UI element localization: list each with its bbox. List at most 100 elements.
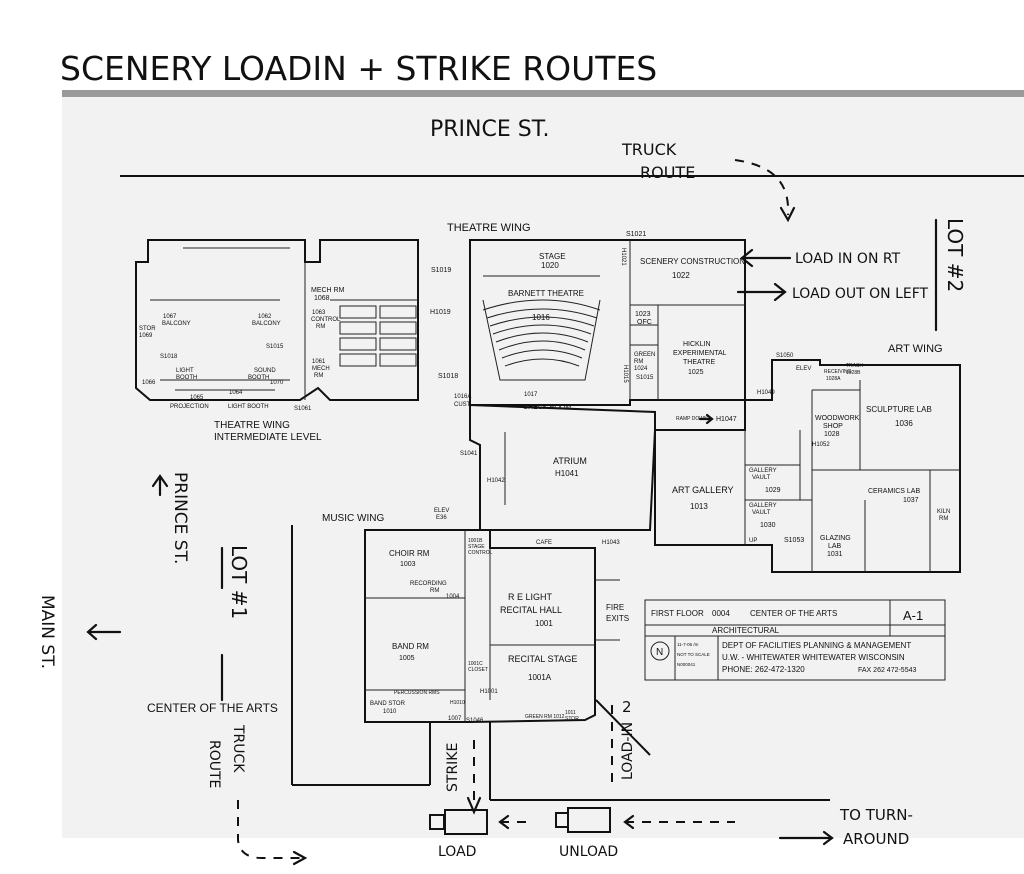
room-choir: CHOIR RM [389,549,430,558]
code-elev: ELEV [434,508,449,514]
code-h1052: H1052 [812,442,830,448]
room-light-booth-b-no: 1064 [229,390,243,396]
north-arrow-icon: N [656,647,663,658]
room-art-gallery: ART GALLERY [672,485,734,495]
music-wing-label: MUSIC WING [322,513,384,524]
room-ceramics-no: 1037 [903,497,919,504]
prince-left-arrow [151,474,169,497]
strike-label: STRIKE [445,743,461,792]
room-ceramics: CERAMICS LAB [868,488,920,495]
room-stor-low: STOR [565,716,579,722]
theatre-intermediate-label-1: THEATRE WING [214,420,290,431]
street-main: MAIN ST. [37,595,57,669]
truck-route-top-path [734,159,790,216]
sheet-top-band [62,90,1024,97]
room-mech-rm-no: 1068 [314,295,330,302]
code-s1019: S1019 [431,267,451,274]
lot1-label: LOT #1 [227,545,251,619]
code-s1015: S1015 [636,375,654,381]
room-barnett-no: 1016 [532,313,550,322]
room-1070: 1070 [270,380,284,386]
code-receiving-2: 1028A [826,376,841,382]
room-kiln-2: RM [939,516,948,522]
room-band-no: 1005 [399,655,415,662]
room-control-2: RM [316,324,325,330]
room-recording-no: 1004 [446,594,460,600]
theatre-intermediate-plan [135,239,419,401]
room-sculpture: SCULPTURE LAB [866,405,932,414]
room-sound-1: SOUND [254,368,276,374]
code-h1021: H1021 [620,248,626,266]
street-prince-top: PRINCE ST. [430,117,550,142]
code-h1019: H1019 [430,309,451,316]
center-of-the-arts-label: CENTER OF THE ARTS [147,701,278,715]
title-row1-b: 0004 [712,609,730,618]
fire-exits-1: FIRE [606,603,624,612]
room-1007: 1007 [448,716,462,722]
title-phone: PHONE: 262-472-1320 [722,665,805,674]
art-wing-plan [654,359,961,573]
unload-label: UNLOAD [559,844,618,860]
code-stage-ctrl-1: 1001B [468,538,483,544]
room-gv1-2: VAULT [752,475,771,481]
room-recital-1: R E LIGHT [508,592,553,602]
room-woodwork-no: 1028 [824,431,840,438]
code-ramp: RAMP DOWN [676,416,708,422]
room-balcony1: BALCONY [162,321,191,327]
title-discipline: ARCHITECTURAL [712,626,780,635]
room-stor-low-no: 1011 [565,710,576,716]
art-wing-label: ART WING [888,343,943,355]
code-trash-2: 1028B [846,370,861,376]
room-control-1: CONTROL [311,317,341,323]
room-green-no: 1024 [634,366,648,372]
room-gv2-2: VAULT [752,510,771,516]
room-check-no: 1017 [524,392,538,398]
room-scenery-no: 1022 [672,271,690,280]
room-projection-no: 1065 [190,395,204,401]
code-s1061: S1061 [294,406,312,412]
room-green-1: GREEN [634,352,655,358]
truck-route-top-label-2: ROUTE [640,163,695,182]
road-edge-diagonal [595,699,651,756]
room-balcony2-no: 1062 [258,314,272,320]
code-elev2: ELEV [796,366,811,372]
room-stor-no: 1069 [139,333,153,339]
room-glazing-2: LAB [828,543,842,550]
title-dept: DEPT OF FACILITIES PLANNING & MANAGEMENT [722,641,911,650]
room-mech2-no: 1061 [312,359,326,365]
code-s1018: S1018 [438,373,458,380]
room-gv1-no: 1029 [765,487,781,494]
load-in-label: LOAD IN ON RT [795,251,901,267]
room-sculpture-no: 1036 [895,419,913,428]
room-mech2-2: RM [314,373,323,379]
code-s1018b: S1018 [160,354,178,360]
truck-route-left-1: TRUCK [230,724,246,773]
code-s1015b: S1015 [266,344,284,350]
code-trash-1: TRASH [846,363,863,369]
truck-route-left-arrowhead [292,850,308,866]
strike-arrowhead [466,796,482,815]
room-green-rm-low: GREEN RM 1012 [525,714,565,720]
theatre-wing-label: THEATRE WING [447,222,531,234]
room-band-stor-no: 1010 [383,709,397,715]
room-stage: STAGE [539,252,566,261]
room-choir-no: 1003 [400,561,416,568]
truck-route-top-arrowhead [779,206,796,223]
turnaround-label-2: AROUND [843,830,909,848]
title-block [644,599,946,681]
room-green-2: RM [634,359,643,365]
truck-route-left-path [237,800,300,859]
title-date: 11-7-06 /m [677,642,699,647]
music-wing-plan [364,529,620,723]
room-sound-2: BOOTH [248,375,269,381]
room-woodwork-1: WOODWORK [815,415,860,422]
room-light-booth-2: BOOTH [176,375,197,381]
code-s1021: S1021 [626,231,646,238]
room-recording-2: RM [430,588,439,594]
code-cust-2: CUST [454,402,471,408]
load-truck-icon [429,809,488,835]
turnaround-dash-arrowhead [623,814,635,830]
room-ofc-no: 1023 [635,311,651,318]
code-s1050: S1050 [776,353,794,359]
